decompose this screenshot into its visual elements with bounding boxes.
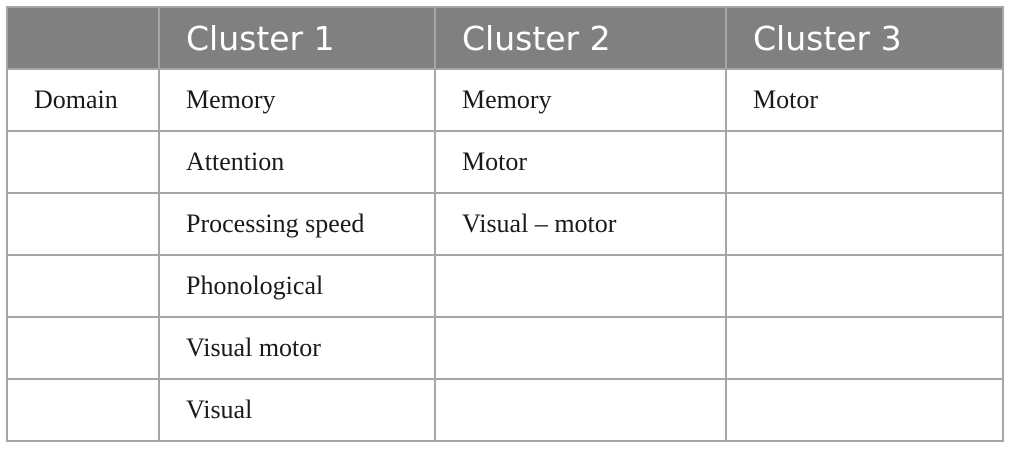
table-cell: Attention	[158, 130, 436, 194]
cluster-domain-table: Cluster 1 Cluster 2 Cluster 3 Domain Mem…	[6, 6, 1004, 442]
table-cell	[725, 130, 1004, 194]
header-cell-cluster-2: Cluster 2	[434, 6, 727, 70]
table-row: Phonological	[6, 254, 1004, 318]
table-cell	[725, 378, 1004, 442]
header-row: Cluster 1 Cluster 2 Cluster 3	[6, 6, 1004, 70]
table-cell	[725, 316, 1004, 380]
row-label-cell	[6, 378, 160, 442]
header-cell-cluster-1: Cluster 1	[158, 6, 436, 70]
row-label-cell	[6, 316, 160, 380]
cluster-table-container: Cluster 1 Cluster 2 Cluster 3 Domain Mem…	[6, 6, 1004, 443]
table-cell: Memory	[434, 68, 727, 132]
table-cell	[434, 316, 727, 380]
table-header: Cluster 1 Cluster 2 Cluster 3	[6, 6, 1004, 70]
row-label-cell	[6, 192, 160, 256]
row-label-cell	[6, 130, 160, 194]
table-cell: Phonological	[158, 254, 436, 318]
row-label-cell	[6, 254, 160, 318]
table-cell	[725, 192, 1004, 256]
table-body: Domain Memory Memory Motor Attention Mot…	[6, 68, 1004, 442]
table-cell	[725, 254, 1004, 318]
table-cell	[434, 254, 727, 318]
table-cell: Motor	[434, 130, 727, 194]
header-cell-cluster-3: Cluster 3	[725, 6, 1004, 70]
table-row: Domain Memory Memory Motor	[6, 68, 1004, 132]
header-cell-empty	[6, 6, 160, 70]
table-cell: Visual	[158, 378, 436, 442]
table-cell: Processing speed	[158, 192, 436, 256]
table-row: Processing speed Visual – motor	[6, 192, 1004, 256]
table-row: Visual motor	[6, 316, 1004, 380]
table-row: Visual	[6, 378, 1004, 442]
table-cell: Memory	[158, 68, 436, 132]
table-cell	[434, 378, 727, 442]
table-row: Attention Motor	[6, 130, 1004, 194]
table-cell: Visual motor	[158, 316, 436, 380]
table-cell: Motor	[725, 68, 1004, 132]
row-label-cell: Domain	[6, 68, 160, 132]
table-cell: Visual – motor	[434, 192, 727, 256]
